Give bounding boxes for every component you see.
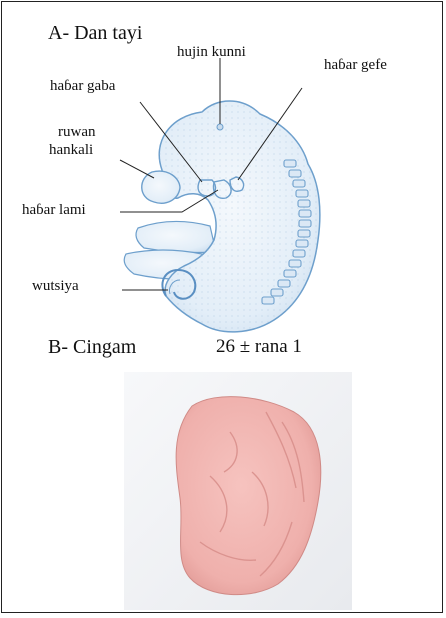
leader-ruwan-hankali — [120, 160, 154, 178]
label-hankali: hankali — [49, 142, 93, 159]
label-wutsiya: wutsiya — [32, 278, 79, 295]
panel-b-title: B- Cingam — [48, 336, 136, 359]
label-ruwan: ruwan — [58, 124, 96, 141]
label-habar-gaba: haɓar gaba — [50, 78, 115, 95]
label-habar-lami: haɓar lami — [22, 202, 86, 219]
embryo-body — [124, 101, 320, 332]
gum-photo — [124, 372, 352, 610]
panel-b-caption: 26 ± rana 1 — [216, 336, 302, 358]
panel-a-title: A- Dan tayi — [48, 22, 142, 45]
label-hujin-kunni: hujin kunni — [177, 44, 246, 61]
label-habar-gefe: haɓar gefe — [324, 57, 387, 74]
